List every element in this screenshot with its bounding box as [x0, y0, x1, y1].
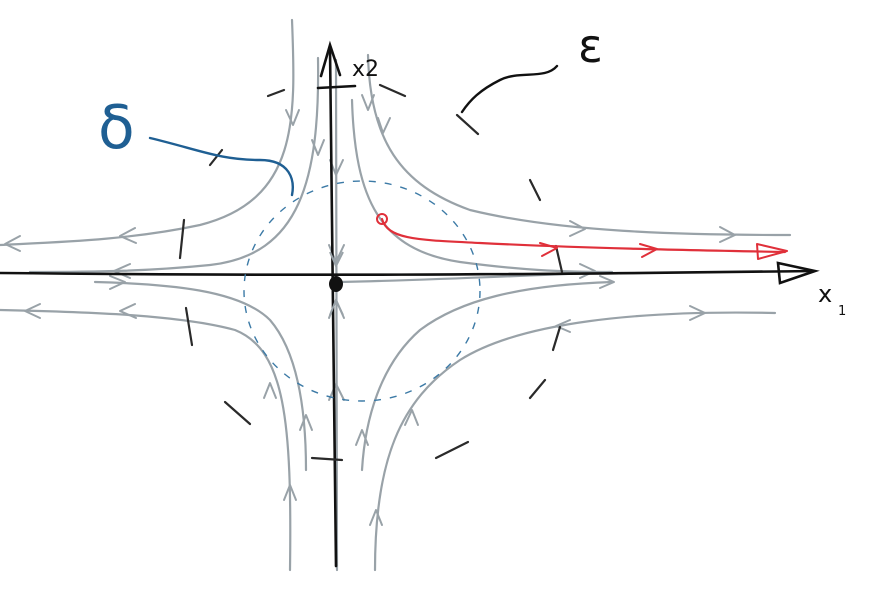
- arrow-icon: [263, 382, 277, 399]
- arrow-icon: [283, 484, 297, 501]
- initial-condition: [376, 213, 388, 225]
- arrow-icon: [579, 263, 596, 279]
- arrow-icon: [377, 117, 391, 134]
- x2-axis-arrowhead-icon: [319, 40, 342, 78]
- arrow-icon: [328, 383, 345, 401]
- arrow-icon: [719, 226, 736, 243]
- trajectory-upper-left-inner: [28, 56, 320, 274]
- delta-label: δ: [98, 93, 135, 163]
- arrow-icon: [119, 303, 137, 319]
- arrow-icon: [555, 319, 571, 333]
- trajectory-lower-right: [373, 311, 777, 572]
- x1-axis-arrowhead-icon: [776, 261, 820, 285]
- epsilon-label: ε: [578, 19, 603, 73]
- perturbed-solution: [376, 213, 788, 260]
- epsilon-leader-line: [460, 64, 559, 114]
- epsilon-dash: [310, 456, 344, 462]
- equilibrium-point: [329, 276, 343, 292]
- trajectory-lower-left: [0, 308, 292, 572]
- arrow-icon: [539, 242, 558, 257]
- equilibrium-marker: [329, 251, 344, 316]
- perturbed-trajectory: [380, 217, 787, 254]
- epsilon-dash: [184, 306, 194, 347]
- epsilon-dash: [528, 378, 547, 400]
- arrow-icon: [599, 275, 615, 289]
- arrow-icon: [24, 303, 41, 319]
- x1-axis: [0, 269, 814, 277]
- epsilon-dash: [551, 325, 562, 352]
- arrow-icon: [113, 263, 131, 279]
- arrow-icon: [299, 414, 313, 431]
- arrow-icon: [639, 243, 658, 258]
- x1-axis-label: x: [818, 280, 832, 308]
- trajectory-lower-right-inner: [360, 280, 614, 472]
- epsilon-dash: [178, 218, 186, 260]
- epsilon-dash: [266, 88, 286, 98]
- arrow-icon: [569, 220, 586, 237]
- arrow-icon: [311, 139, 325, 156]
- epsilon-dash: [208, 148, 224, 167]
- epsilon-dash: [434, 440, 470, 460]
- trajectory-upper-right: [366, 53, 792, 237]
- arrow-icon: [404, 409, 419, 426]
- arrow-icon: [285, 109, 300, 126]
- epsilon-dash: [455, 113, 480, 136]
- trajectory-upper-left: [0, 18, 295, 247]
- arrow-icon: [355, 429, 369, 446]
- delta-leader-line: [148, 136, 294, 197]
- perturbed-arrowhead-icon: [756, 243, 788, 260]
- arrow-icon: [361, 94, 375, 111]
- arrow-icon: [369, 509, 383, 526]
- arrow-icon: [109, 275, 126, 290]
- trajectory-arrows: [4, 94, 736, 526]
- x1-axis-subscript: 1: [838, 304, 846, 319]
- epsilon-dash: [378, 83, 407, 98]
- epsilon-ball: [178, 83, 564, 462]
- delta-ball: [243, 180, 481, 402]
- x2-axis-trajectory-overlay: [334, 58, 339, 572]
- arrow-icon: [689, 305, 706, 321]
- arrow-icon: [119, 227, 137, 244]
- epsilon-dash: [554, 244, 564, 274]
- trajectories: [0, 18, 792, 572]
- x2-axis-tick: [316, 84, 357, 90]
- x2-axis-label: x2: [352, 57, 379, 82]
- arrow-icon: [4, 235, 21, 252]
- epsilon-dash: [223, 400, 252, 426]
- epsilon-dash: [528, 178, 542, 202]
